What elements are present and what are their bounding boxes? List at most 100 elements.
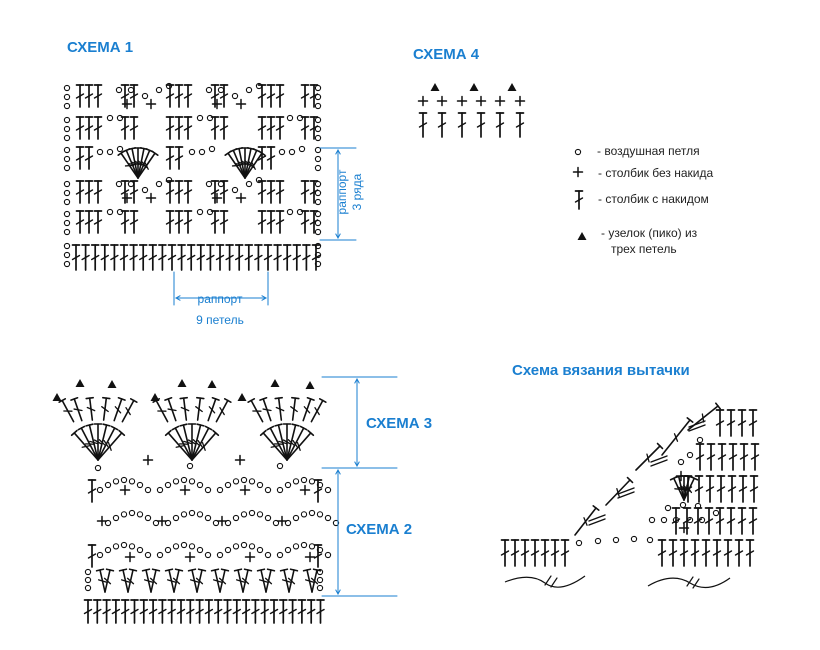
- double-crochet: [93, 423, 103, 461]
- chain-stitch: [672, 516, 680, 524]
- chain-stitch: [152, 519, 160, 527]
- chain-stitch: [575, 539, 583, 547]
- double-crochet: [219, 84, 229, 108]
- scheme2-chart: [83, 454, 340, 624]
- double-crochet: [749, 475, 759, 503]
- double-crochet: [739, 443, 749, 471]
- double-crochet: [704, 507, 714, 535]
- double-crochet: [300, 210, 310, 234]
- double-crochet: [737, 507, 747, 535]
- chain-stitch: [188, 148, 196, 156]
- chain-stitch: [106, 148, 114, 156]
- double-crochet: [717, 443, 727, 471]
- chain-stitch: [231, 92, 239, 100]
- repeat-vertical-label: раппорт 3 ряда: [335, 162, 365, 222]
- chain-stitch: [155, 86, 163, 94]
- chain-stitch: [120, 541, 128, 549]
- double-crochet: [288, 599, 297, 624]
- double-crochet: [679, 539, 689, 567]
- chain-stitch: [316, 568, 324, 576]
- scheme3-title: СХЕМА 3: [366, 415, 433, 432]
- chain-stitch: [63, 260, 71, 268]
- double-crochet: [219, 210, 229, 234]
- double-crochet: [218, 568, 230, 593]
- double-crochet: [174, 210, 184, 234]
- double-crochet: [309, 84, 319, 108]
- chain-stitch: [300, 511, 308, 518]
- chain-stitch: [180, 511, 188, 518]
- double-crochet: [185, 599, 195, 624]
- double-crochet: [187, 568, 200, 593]
- chain-stitch: [128, 478, 136, 485]
- chain-stitch: [144, 551, 152, 559]
- double-crochet: [84, 210, 94, 234]
- chain-stitch: [141, 92, 149, 100]
- single-crochet: [211, 98, 223, 110]
- double-crochet: [266, 180, 276, 204]
- double-crochet: [195, 599, 204, 624]
- chain-stitch: [115, 86, 123, 94]
- double-crochet: [75, 180, 85, 204]
- double-crochet: [683, 475, 699, 501]
- single-crochet: [184, 551, 196, 563]
- chain-stitch: [232, 514, 240, 522]
- double-crochet: [251, 599, 260, 624]
- chain-stitch: [240, 511, 248, 518]
- double-crochet: [129, 210, 139, 234]
- chain-stitch: [276, 462, 284, 470]
- single-crochet: [514, 95, 526, 107]
- double-crochet: [196, 244, 206, 271]
- double-crochet: [302, 568, 315, 593]
- double-crochet: [58, 398, 75, 423]
- stitch-fan: [70, 423, 126, 461]
- double-crochet: [207, 396, 220, 422]
- double-crochet: [694, 475, 704, 503]
- double-crochet: [515, 112, 525, 138]
- double-crochet: [138, 244, 148, 271]
- double-crochet: [274, 396, 285, 421]
- chain-stitch: [276, 486, 284, 494]
- chain-stitch: [686, 516, 694, 524]
- chain-stitch: [284, 546, 292, 554]
- double-crochet: [269, 599, 279, 624]
- chain-stitch: [165, 82, 173, 90]
- double-crochet: [520, 539, 530, 567]
- chain-stitch: [314, 84, 322, 92]
- chain-stitch: [264, 551, 272, 559]
- double-crochet: [310, 398, 327, 423]
- double-crochet: [560, 539, 570, 567]
- chain-stitch: [63, 242, 71, 250]
- double-crochet: [550, 539, 560, 567]
- chain-stitch: [141, 186, 149, 194]
- chain-stitch: [96, 486, 104, 494]
- double-crochet: [745, 539, 755, 567]
- double-crochet: [93, 210, 103, 234]
- double-crochet: [165, 180, 175, 204]
- single-crochet: [276, 515, 288, 527]
- chain-stitch: [164, 481, 172, 489]
- chain-stitch: [63, 125, 71, 133]
- chain-stitch: [63, 189, 71, 197]
- scheme1-repeat-dimensions: [173, 147, 357, 306]
- chain-stitch: [240, 541, 248, 549]
- single-crochet: [436, 95, 448, 107]
- fabric-edge-line: [504, 575, 586, 588]
- chain-stitch: [256, 511, 264, 518]
- fabric-edge-line: [647, 577, 731, 589]
- double-crochet: [286, 425, 308, 461]
- double-crochet: [734, 539, 744, 567]
- double-crochet: [177, 244, 186, 271]
- repeat-horizontal-label-1: раппорт: [197, 292, 243, 306]
- picot-stitch: [52, 393, 62, 401]
- chain-stitch: [255, 82, 263, 90]
- picot-stitch: [177, 379, 187, 387]
- single-crochet: [179, 484, 191, 496]
- double-crochet: [101, 396, 111, 421]
- double-crochet: [93, 84, 103, 108]
- double-crochet: [257, 116, 267, 140]
- chain-stitch: [216, 551, 224, 559]
- double-crochet: [695, 443, 705, 471]
- chain-stitch: [63, 84, 71, 92]
- double-crochet: [81, 244, 90, 271]
- single-crochet: [235, 98, 247, 110]
